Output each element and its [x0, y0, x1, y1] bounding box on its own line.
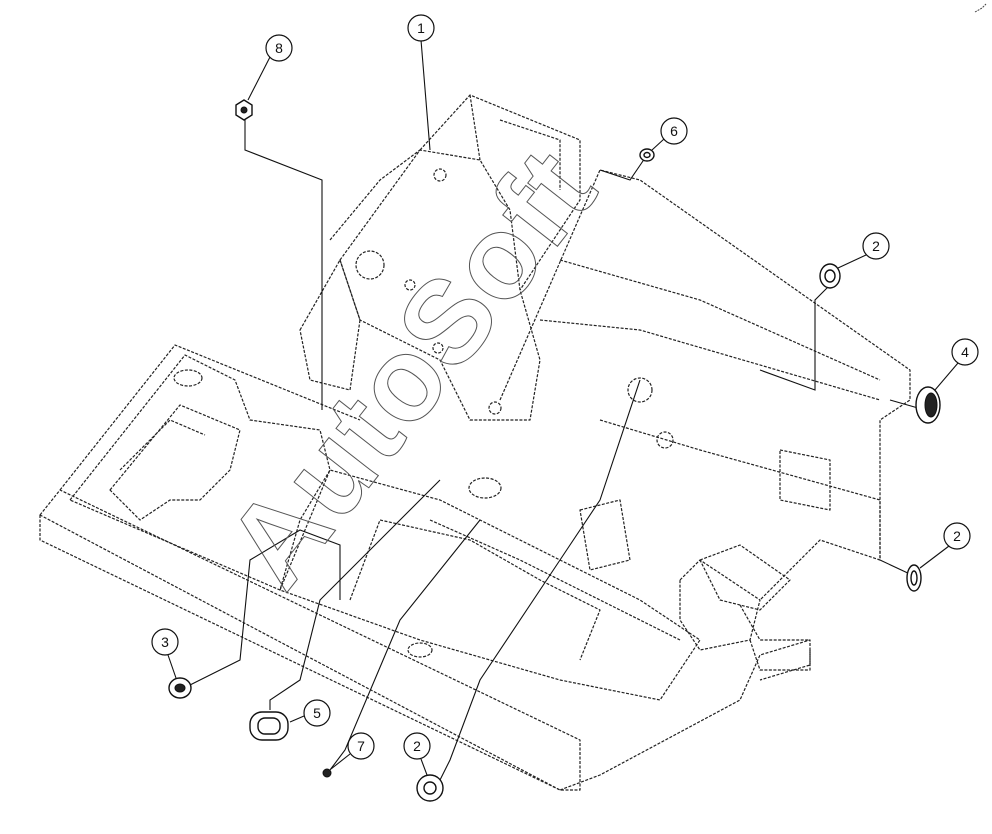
callout-2c-label: 2 [413, 738, 421, 754]
callout-6-label: 6 [670, 123, 678, 139]
upright-tower [339, 149, 541, 421]
part-2-bushing-right [906, 564, 922, 592]
callout-2a: 2 [862, 232, 890, 260]
callout-2b: 2 [943, 522, 971, 550]
part-3-nut [168, 677, 192, 699]
callout-4: 4 [951, 338, 979, 366]
watermark-text: AutoSoft [201, 125, 621, 611]
callout-7-label: 7 [357, 738, 365, 754]
callout-5: 5 [303, 699, 331, 727]
frame-assembly [39, 94, 911, 791]
center-deck [279, 469, 701, 701]
part-4-cap [915, 386, 941, 424]
part-5-grommet [249, 711, 289, 741]
callout-2c: 2 [403, 732, 431, 760]
callout-2a-label: 2 [872, 238, 880, 254]
callout-3-label: 3 [161, 634, 169, 650]
callout-1: 1 [407, 14, 435, 42]
callout-7: 7 [347, 732, 375, 760]
part-2-bushing-bottom [416, 774, 444, 802]
callout-2b-label: 2 [953, 528, 961, 544]
part-7-bolt [322, 768, 332, 778]
callout-4-label: 4 [961, 344, 969, 360]
part-8-nut [235, 99, 253, 121]
part-2-bushing-top [819, 263, 841, 289]
callout-5-label: 5 [313, 705, 321, 721]
part-6-washer [639, 148, 655, 162]
callout-8-label: 8 [275, 40, 283, 56]
callout-3: 3 [151, 628, 179, 656]
left-side-rail [39, 344, 581, 791]
corner-mark [974, 3, 987, 13]
left-platform [69, 354, 331, 591]
callout-1-label: 1 [417, 20, 425, 36]
callout-8: 8 [265, 34, 293, 62]
right-platform [499, 169, 911, 601]
callout-6: 6 [660, 117, 688, 145]
